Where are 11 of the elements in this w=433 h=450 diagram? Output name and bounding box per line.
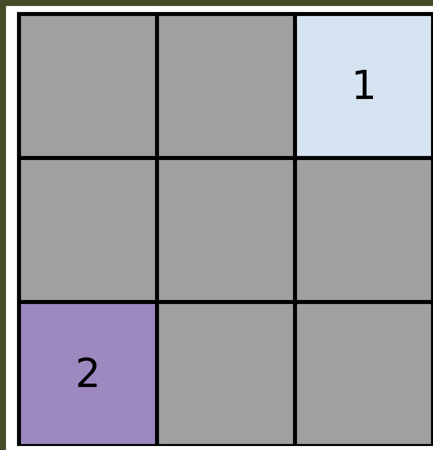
grid-cell: [297, 304, 431, 444]
grid-cell: [159, 16, 293, 156]
grid-cell: [297, 16, 431, 156]
grid-cell: [21, 160, 155, 300]
grid-cell: [21, 16, 155, 156]
grid-cell: [159, 304, 293, 444]
cell-number: 1: [351, 63, 377, 109]
grid-cell: [159, 160, 293, 300]
grid-cell: [21, 304, 155, 444]
grid-cell: [297, 160, 431, 300]
cell-number: 2: [75, 351, 101, 397]
